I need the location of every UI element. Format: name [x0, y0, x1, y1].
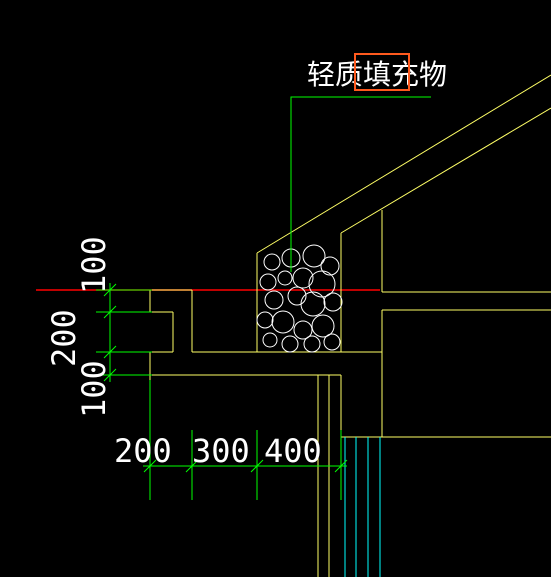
- fill-circle: [302, 244, 326, 268]
- fill-circle: [323, 292, 343, 312]
- fill-circle: [259, 273, 277, 291]
- leader-line: [290, 96, 431, 272]
- dim-horizontal-200: 200: [114, 432, 172, 470]
- dim-vertical-200: 200: [45, 309, 83, 367]
- fill-circle: [308, 270, 336, 298]
- building-outline: [149, 74, 551, 577]
- fill-circle: [281, 335, 299, 353]
- callout-label: 轻质填充物: [307, 58, 447, 91]
- fill-circle: [320, 256, 340, 276]
- fill-circle: [256, 311, 274, 329]
- fill-circle: [292, 267, 314, 289]
- fill-circle: [311, 314, 335, 338]
- callout-highlight-box: [354, 53, 410, 91]
- fill-circle: [277, 270, 293, 286]
- pipe-lines: [344, 437, 381, 577]
- fill-circle: [293, 320, 313, 340]
- fill-circle: [271, 310, 295, 334]
- roof-slab-bottom: [340, 107, 551, 234]
- fill-circle: [323, 333, 341, 351]
- dim-horizontal-400: 400: [264, 432, 322, 470]
- vertical-dimension: [96, 283, 152, 382]
- dim-horizontal-300: 300: [192, 432, 250, 470]
- dim-vertical-100-top: 100: [75, 236, 113, 294]
- fill-circle: [303, 335, 321, 353]
- fill-circle: [287, 286, 307, 306]
- fill-circle: [263, 253, 281, 271]
- dim-vertical-100-bottom: 100: [75, 360, 113, 418]
- fill-circle: [262, 332, 278, 348]
- lightweight-fill-hatch: [256, 244, 343, 353]
- roof-slab-top: [256, 74, 551, 254]
- horizontal-dimension: [143, 380, 348, 500]
- fill-circle: [300, 291, 326, 317]
- fill-circle: [264, 290, 284, 310]
